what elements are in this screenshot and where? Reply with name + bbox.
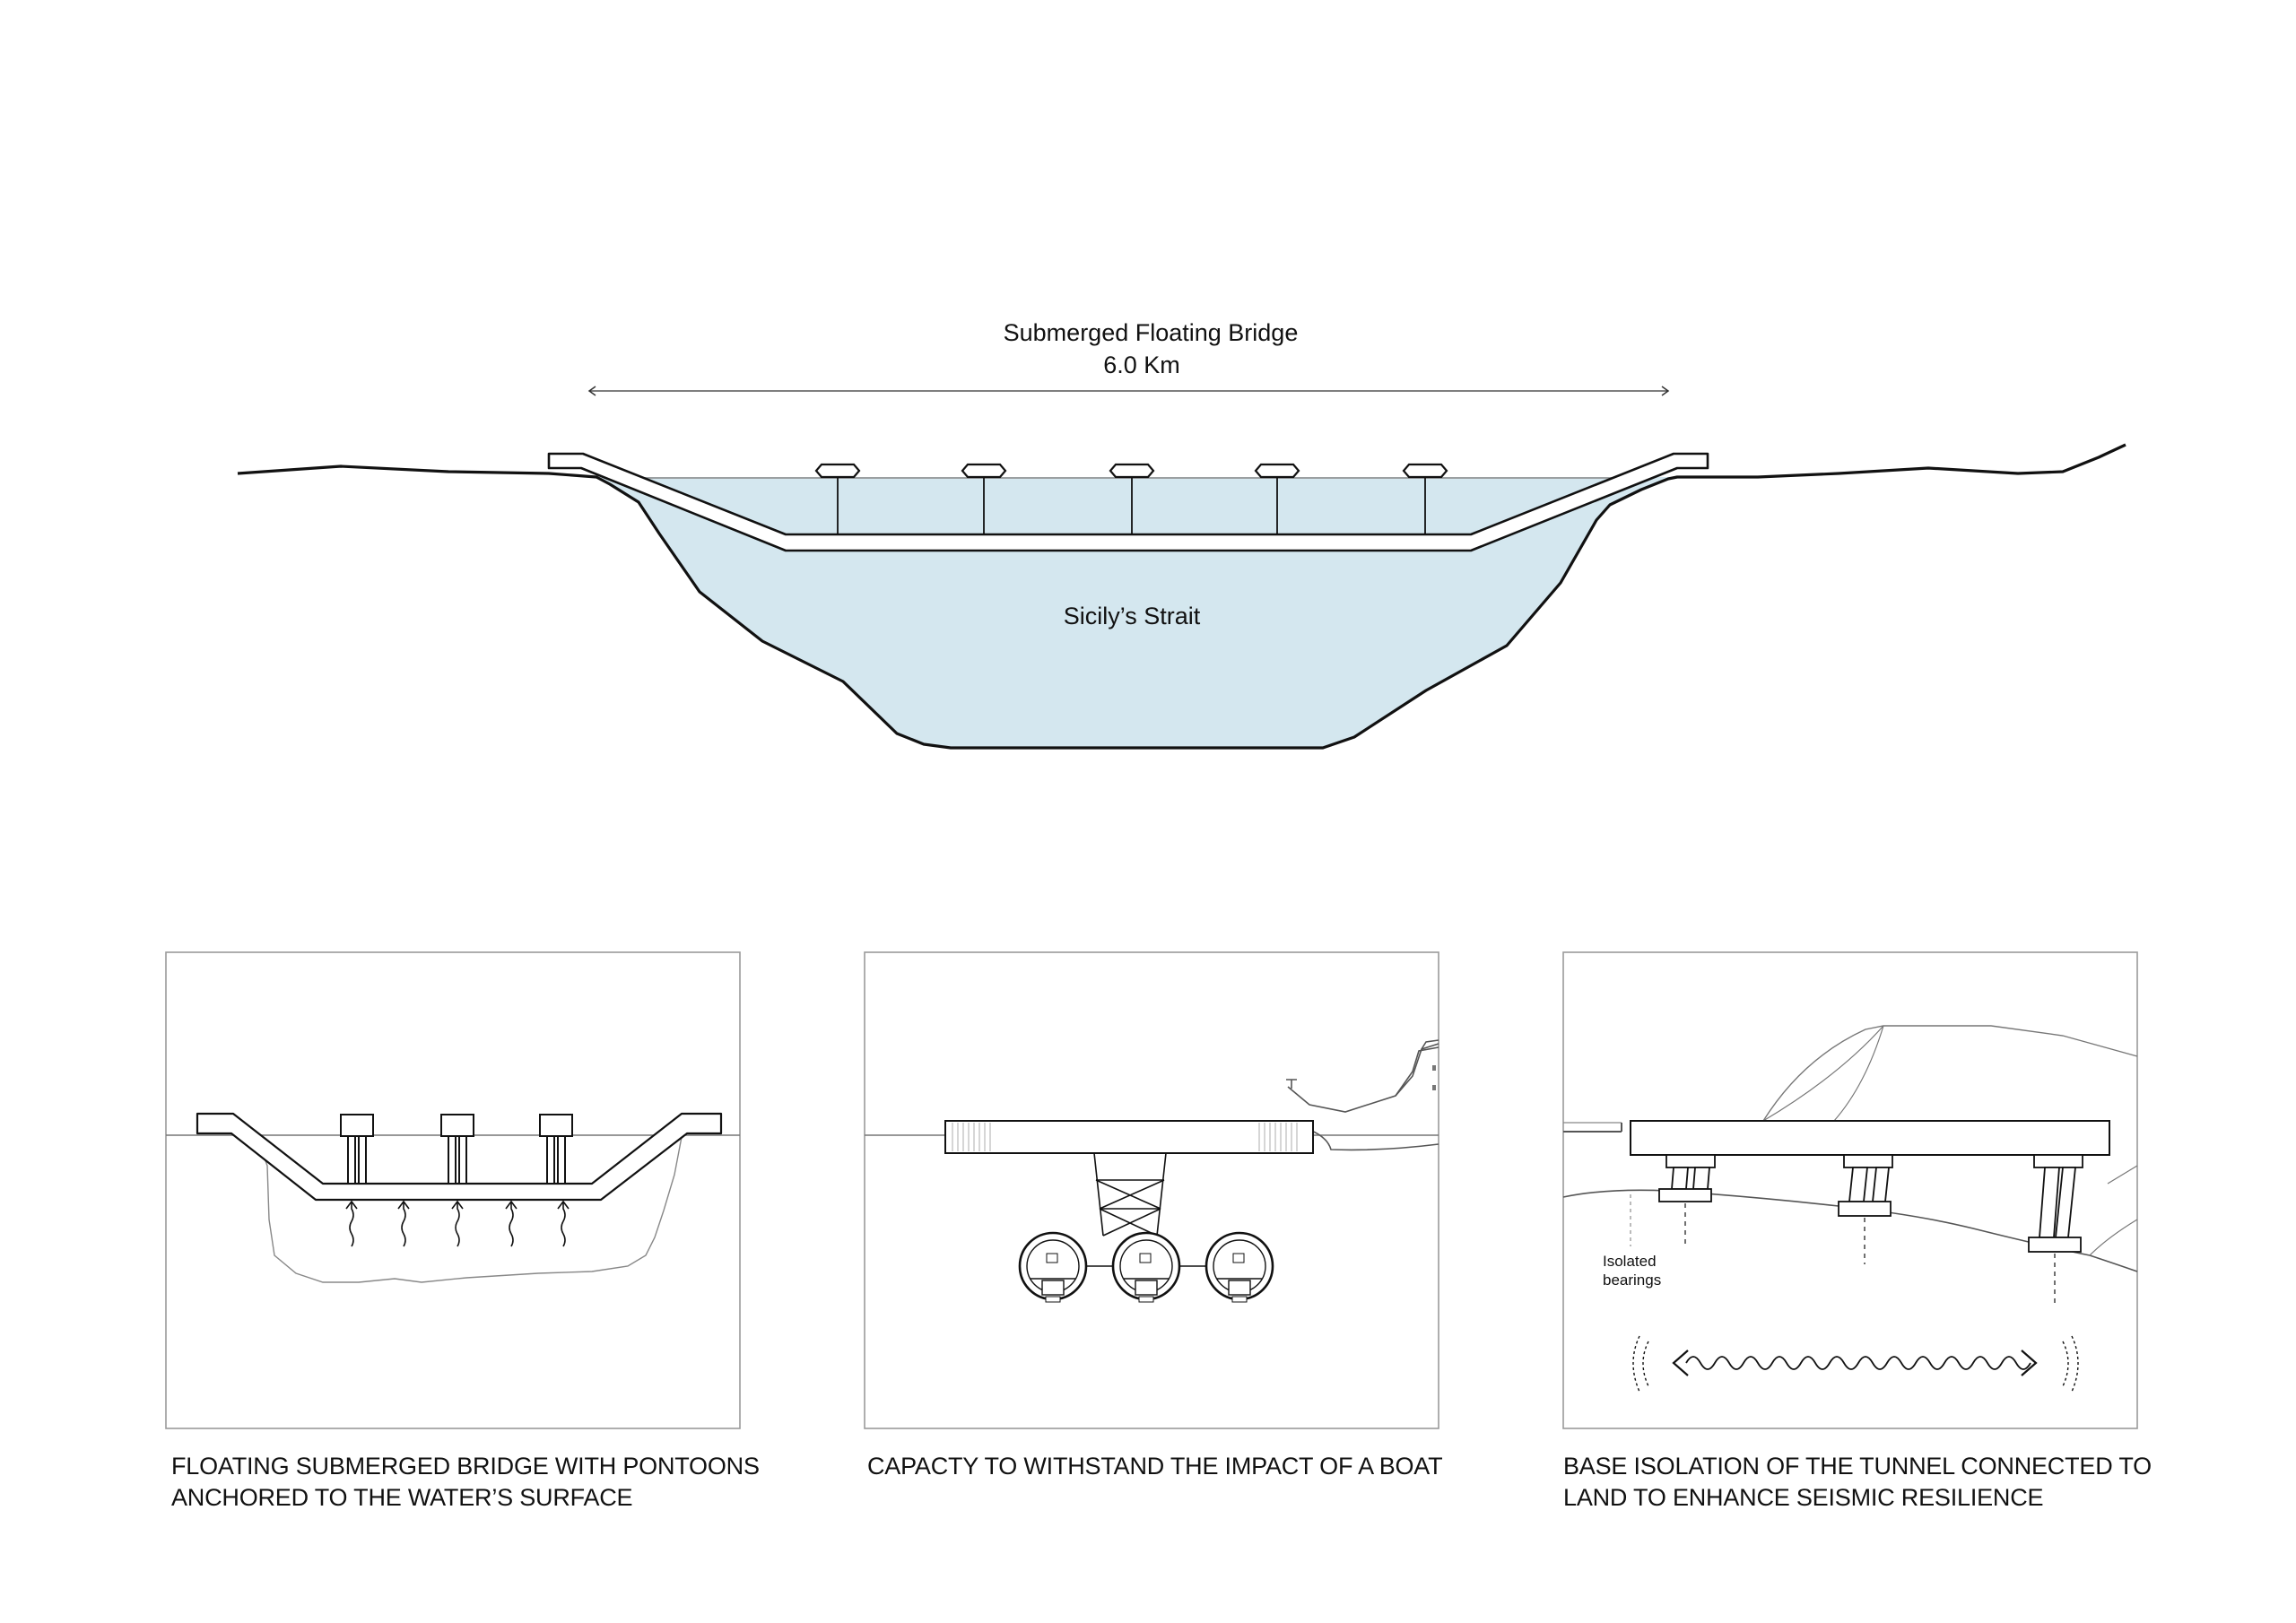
panel-frame — [165, 951, 741, 1429]
buoyancy-arrows — [345, 1200, 570, 1247]
bridge-deck — [944, 1120, 1314, 1154]
hill-outline — [1762, 1025, 2138, 1122]
boat — [1286, 1039, 1439, 1151]
tunnel-tube — [1111, 1231, 1181, 1303]
bridge-title: Submerged Floating Bridge — [1004, 319, 1299, 346]
seabed-profile — [237, 443, 2126, 750]
truss-support — [1093, 1152, 1167, 1237]
tunnel-tube — [1018, 1231, 1088, 1303]
caption-line: LAND TO ENHANCE SEISMIC RESILIENCE — [1563, 1484, 2044, 1511]
caption-line: CAPACTY TO WITHSTAND THE IMPACT OF A BOA… — [867, 1453, 1443, 1480]
strait-label: Sicily’s Strait — [1064, 603, 1201, 629]
isolated-bearing — [1838, 1154, 1893, 1264]
panel-frame — [1562, 951, 2138, 1429]
panel-floating-bridge — [165, 951, 741, 1429]
tunnel-tube — [1205, 1231, 1274, 1303]
panel-frame — [864, 951, 1439, 1429]
isolated-bearing — [1658, 1154, 1716, 1246]
main-cross-section: Submerged Floating Bridge 6.0 Km S — [237, 319, 2126, 750]
bridge-length: 6.0 Km — [1103, 352, 1180, 378]
bridge-tube — [196, 1112, 723, 1202]
dimension-arrow — [587, 386, 1670, 396]
caption-panel-2: CAPACTY TO WITHSTAND THE IMPACT OF A BOA… — [867, 1451, 1443, 1482]
isolated-bearing — [2028, 1154, 2083, 1306]
seabed-outline — [256, 1136, 683, 1283]
tunnel-tubes — [1018, 1231, 1274, 1303]
vibration-lines-right — [2062, 1335, 2079, 1393]
bearings-label-line1: Isolated — [1603, 1253, 1657, 1270]
caption-line: FLOATING SUBMERGED BRIDGE WITH PONTOONS — [171, 1453, 760, 1480]
pontoons — [340, 1114, 573, 1185]
caption-panel-1: FLOATING SUBMERGED BRIDGE WITH PONTOONS … — [171, 1451, 760, 1514]
bearings-label-line2: bearings — [1603, 1271, 1661, 1289]
panel-boat-impact — [864, 951, 1439, 1429]
caption-panel-3: BASE ISOLATION OF THE TUNNEL CONNECTED T… — [1563, 1451, 2152, 1514]
deck-hatching — [952, 1123, 1298, 1151]
pontoons — [814, 463, 1448, 534]
tunnel-deck — [1630, 1120, 2110, 1156]
panel-base-isolation: Isolated bearings — [1562, 951, 2138, 1429]
seismic-wave-icon — [1672, 1350, 2038, 1376]
caption-line: ANCHORED TO THE WATER’S SURFACE — [171, 1484, 633, 1511]
caption-line: BASE ISOLATION OF THE TUNNEL CONNECTED T… — [1563, 1453, 2152, 1480]
submerged-bridge-tube — [547, 452, 1709, 552]
vibration-lines-left — [1632, 1335, 1649, 1393]
